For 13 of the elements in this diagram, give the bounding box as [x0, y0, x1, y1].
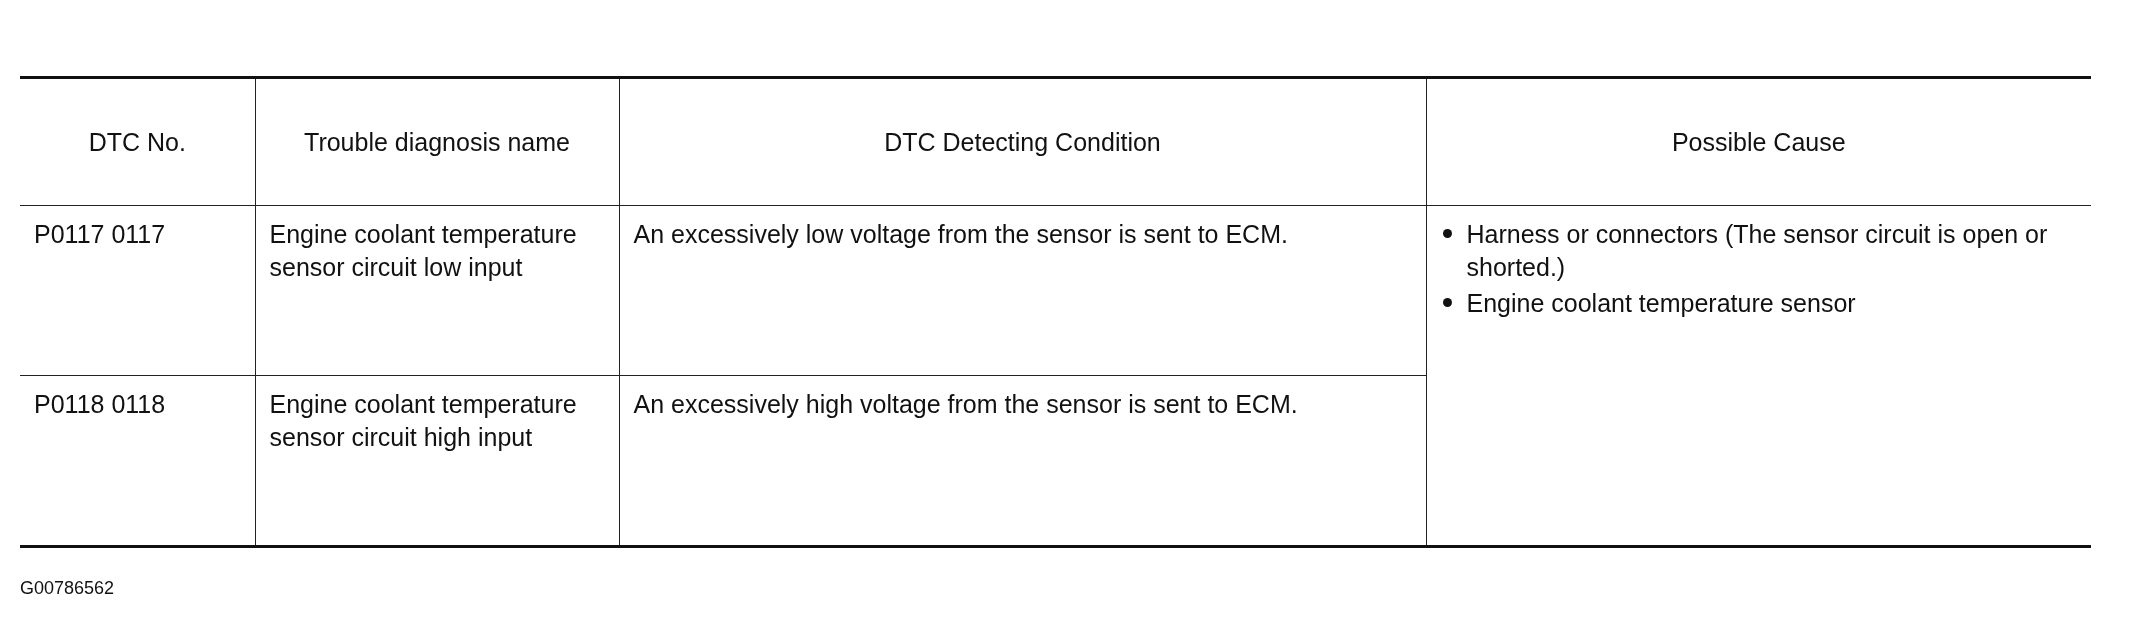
diagnosis-name: Engine coolant temperature sensor circuit low input	[269, 219, 578, 283]
column-header: DTC No.	[88, 126, 186, 158]
dtc-code: P0118 0118	[34, 389, 166, 420]
condition-text: An excessively high voltage from the sensor is sent to ECM.	[633, 389, 1298, 420]
dtc-code: P0117 0117	[34, 219, 166, 250]
cause-item: Harness or connectors (The sensor circuit is open or shorted.)	[1440, 218, 2077, 283]
diagnosis-name: Engine coolant temperature sensor circuit high input	[269, 389, 578, 453]
column-header: Trouble diagnosis name	[304, 126, 570, 158]
column-header: Possible Cause	[1671, 126, 1846, 158]
figure-code: G00786562	[20, 578, 115, 599]
cause-item: Engine coolant temperature sensor	[1440, 287, 1856, 320]
condition-text: An excessively low voltage from the sensor is sent to ECM.	[633, 219, 1288, 250]
column-header: DTC Detecting Condition	[884, 126, 1161, 158]
